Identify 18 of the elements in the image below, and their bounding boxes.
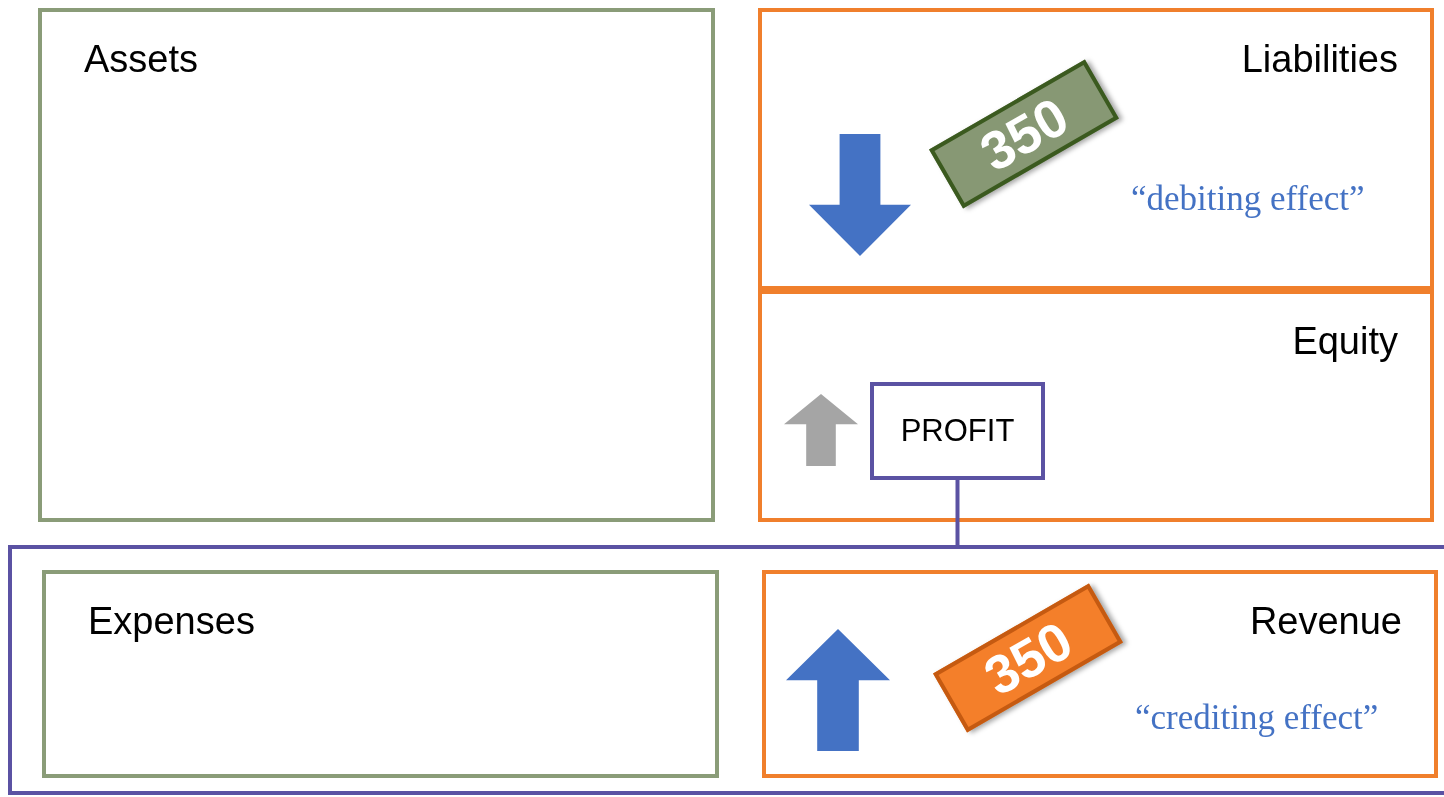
box-title: Equity [1292,320,1398,363]
box-title: Liabilities [1241,38,1398,81]
box-title: Revenue [1249,600,1402,643]
account-box [38,8,715,522]
profit-box [870,382,1045,480]
account-box [758,8,1434,290]
account-box [42,570,719,778]
amount-tag: 350 [933,583,1123,733]
account-box [762,570,1438,778]
box-title: Assets [84,38,199,81]
amount-tag: 350 [929,59,1119,209]
account-box [758,290,1434,522]
connector-line [955,480,960,545]
effect-note: “crediting effect” [1135,698,1379,738]
box-label: PROFIT [899,413,1016,449]
box-title: Expenses [88,600,255,643]
frame-box [8,545,1444,795]
effect-note: “debiting effect” [1131,179,1365,219]
